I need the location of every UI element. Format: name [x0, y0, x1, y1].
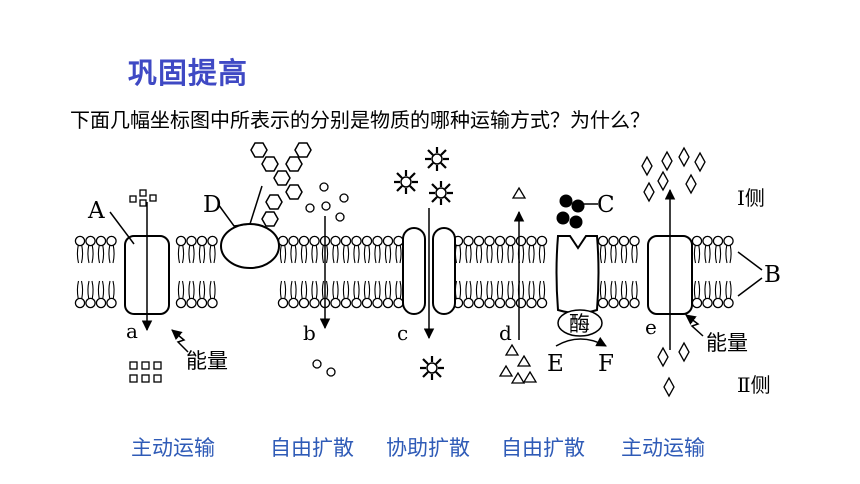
label-b: b: [303, 321, 316, 345]
side-1-label: Ⅰ侧: [737, 186, 765, 210]
small-squares-top-a: [129, 189, 157, 207]
channel-protein-left: [402, 227, 426, 315]
side-2-label: Ⅱ侧: [737, 373, 771, 397]
answers-row: 主动运输 自由扩散 协助扩散 自由扩散 主动运输: [0, 432, 860, 462]
label-a: a: [126, 319, 138, 343]
energy-arrow-e: [685, 314, 704, 337]
answer-c: 协助扩散: [386, 436, 470, 460]
enzyme-label: 酶: [569, 312, 590, 336]
small-circles-top-b: [305, 182, 349, 222]
label-e-reactant: E: [547, 351, 564, 377]
energy-label-e: 能量: [706, 331, 748, 355]
label-c: c: [397, 321, 408, 345]
energy-label-a: 能量: [186, 349, 228, 373]
star-molecules-top: [392, 145, 455, 207]
label-a-protein: A: [87, 198, 105, 224]
glycoprotein-d: [220, 223, 280, 269]
small-squares-bottom-a: [129, 361, 162, 383]
label-f-product: F: [598, 351, 614, 377]
enzyme-protein: [555, 235, 600, 314]
sugar-chain: [250, 142, 312, 227]
triangles-bottom-d: [498, 343, 538, 384]
membrane-transport-diagram: A a 能量 D b c d: [74, 142, 781, 398]
answer-d: 自由扩散: [501, 436, 585, 460]
label-b-membrane: B: [764, 262, 781, 288]
question-text: 下面几幅坐标图中所表示的分别是物质的哪种运输方式？为什么？: [70, 108, 650, 132]
star-molecule-bottom: [418, 354, 446, 382]
triangle-top-d: [511, 186, 527, 199]
small-circles-bottom-b: [312, 359, 336, 377]
phospholipid-bilayer: [74, 235, 734, 309]
energy-arrow-a: [171, 329, 189, 353]
label-c-molecule: C: [597, 192, 615, 218]
answer-b: 自由扩散: [270, 436, 354, 460]
reaction-arrow: [555, 336, 607, 347]
answer-a: 主动运输: [131, 436, 215, 460]
channel-protein-right: [432, 227, 456, 315]
page-title: 巩固提高: [128, 56, 249, 90]
diamonds-bottom-e: [657, 341, 690, 398]
label-e: e: [645, 315, 657, 339]
molecule-c: [556, 194, 585, 229]
label-d-lower: d: [499, 321, 512, 345]
label-d: D: [203, 192, 221, 218]
diamonds-top-e: [641, 146, 706, 203]
answer-e: 主动运输: [621, 436, 705, 460]
enzyme-ellipse: [557, 309, 603, 337]
